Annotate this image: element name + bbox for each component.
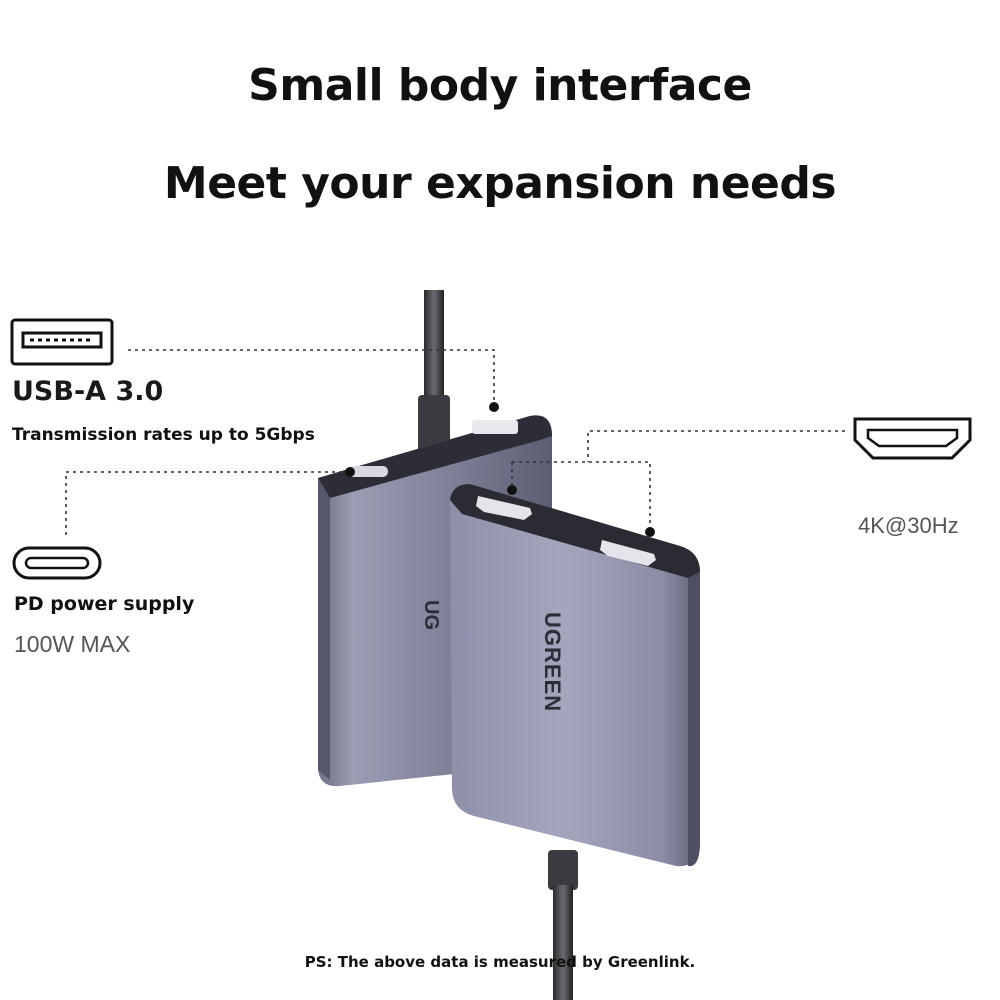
usb-a-name: USB-A 3.0 (12, 376, 164, 407)
usb-a-callout-dot (489, 402, 499, 412)
usb-a-port (472, 420, 518, 434)
brand-logo: UGREEN (540, 612, 565, 712)
front-hub-module (450, 484, 700, 867)
headline-line-2: Meet your expansion needs (163, 158, 837, 209)
hdmi-spec: 4K@30Hz (858, 513, 959, 538)
hdmi-callout-dot-2 (645, 527, 655, 537)
leader-lines (65, 349, 845, 535)
hdmi-callout-dot-1 (507, 485, 517, 495)
hdmi-port-2 (600, 540, 656, 566)
usb-c-port-icon (12, 546, 102, 580)
headline-line-1: Small body interface (248, 60, 752, 111)
bottom-cable-strain-relief (548, 850, 578, 890)
brand-logo-partial: UG (420, 600, 442, 630)
footnote: PS: The above data is measured by Greenl… (304, 953, 696, 971)
top-cable-strain-relief (418, 395, 450, 457)
usb-c-port (348, 466, 388, 477)
usb-a-port-icon (10, 318, 114, 366)
bottom-cable (553, 885, 573, 1000)
usb-a-description: Transmission rates up to 5Gbps (12, 425, 315, 445)
usb-c-spec: 100W MAX (14, 631, 131, 657)
usb-c-callout-dot (345, 467, 355, 477)
usb-c-name: PD power supply (14, 593, 195, 615)
hdmi-port-icon (853, 417, 972, 460)
hdmi-port-1 (476, 496, 532, 520)
